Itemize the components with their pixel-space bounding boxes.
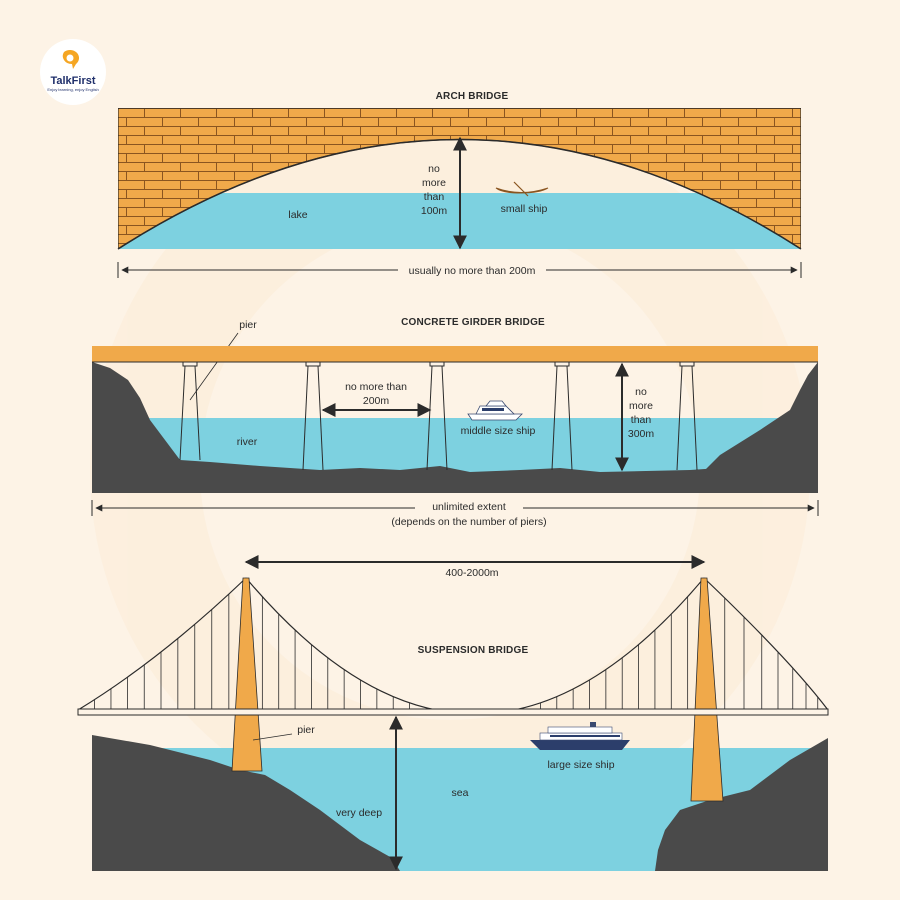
suspension-hangers [94, 594, 819, 709]
svg-text:no: no [635, 386, 647, 398]
arch-height-label: no more than 100m [421, 163, 448, 217]
girder-pier-label: pier [239, 319, 257, 331]
right-tower [690, 577, 724, 802]
pier-5 [676, 361, 698, 471]
pier-3 [426, 361, 448, 471]
suspension-bridge-title: SUSPENSION BRIDGE [418, 645, 529, 656]
suspension-bridge-section: 400-2000m SUSPENSION BRIDGE pier very de… [77, 555, 829, 871]
left-cliff [92, 735, 400, 871]
arch-span-label: usually no more than 200m [409, 265, 536, 277]
arch-bridge-section: ARCH BRIDGE lake no more than 100m small… [117, 91, 802, 278]
middle-ship-label: middle size ship [461, 425, 536, 437]
suspension-span-label: 400-2000m [445, 567, 498, 579]
svg-text:100m: 100m [421, 205, 448, 217]
large-ship-label: large size ship [547, 759, 614, 771]
pier-1 [179, 361, 201, 461]
girder-pier-leader [189, 332, 239, 401]
small-ship-label: small ship [501, 203, 548, 215]
right-river-bank [705, 362, 818, 470]
yacht-icon [467, 400, 523, 421]
girder-height-label: no more than 300m [628, 386, 655, 440]
logo-name: TalkFirst [50, 75, 95, 87]
girder-bridge-title: CONCRETE GIRDER BRIDGE [401, 317, 545, 328]
suspension-pier-label: pier [297, 724, 315, 736]
arch-bridge-title: ARCH BRIDGE [436, 91, 509, 102]
svg-text:more: more [422, 177, 446, 189]
main-cable-right [703, 577, 829, 711]
pier-leader [252, 733, 293, 741]
talkfirst-logo: TalkFirst Enjoy learning, enjoy English [40, 39, 106, 105]
canoe-icon [495, 181, 549, 197]
sea-label: sea [452, 787, 469, 799]
girder-piers [179, 361, 698, 471]
svg-text:than: than [424, 191, 445, 203]
svg-text:no more than: no more than [345, 381, 407, 393]
girder-bridge-section: CONCRETE GIRDER BRIDGE pier no more than… [91, 317, 819, 528]
cruise-ship-icon [530, 722, 630, 750]
svg-text:(depends on the number of pier: (depends on the number of piers) [391, 516, 546, 528]
svg-text:more: more [629, 400, 653, 412]
right-cliff [655, 738, 828, 871]
left-river-bank [92, 362, 818, 493]
svg-text:no: no [428, 163, 440, 175]
girder-span-label: unlimited extent (depends on the number … [391, 501, 546, 528]
logo-tagline: Enjoy learning, enjoy English [47, 87, 98, 92]
lake-label: lake [288, 209, 307, 221]
svg-text:300m: 300m [628, 428, 655, 440]
left-tower [231, 577, 263, 772]
pier-2 [302, 361, 324, 471]
girder-deck [92, 346, 818, 362]
svg-text:200m: 200m [363, 395, 390, 407]
depth-label: very deep [336, 807, 382, 819]
svg-text:unlimited extent: unlimited extent [432, 501, 506, 513]
river-label: river [237, 436, 258, 448]
suspension-deck [77, 708, 829, 716]
main-cable-left [77, 577, 247, 711]
svg-text:than: than [631, 414, 652, 426]
